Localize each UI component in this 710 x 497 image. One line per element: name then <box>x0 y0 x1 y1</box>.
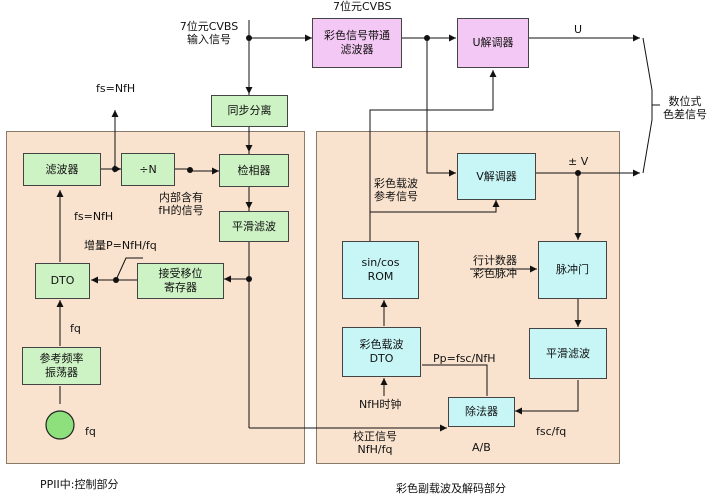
nfh-clock-label: NfH时钟 <box>359 398 402 411</box>
sync-separator-block: 同步分离 <box>211 95 288 127</box>
phase-detector-block: 检相器 <box>219 154 289 187</box>
digital-diff-label: 数位式 色差信号 <box>663 95 707 121</box>
junction-increment <box>113 277 119 283</box>
cvbs-top-label: 7位元CVBS <box>333 0 392 13</box>
bandpass-filter-block: 彩色信号带通 滤波器 <box>312 18 402 68</box>
fq-osc-label: fq <box>85 425 96 438</box>
wire-smooth-divider <box>515 380 579 415</box>
correction-label: 校正信号 NfH/fq <box>353 430 397 456</box>
ab-label: A/B <box>472 441 491 454</box>
sincos-rom-block: sin/cos ROM <box>342 241 419 299</box>
wire-rom-to-u <box>369 70 497 241</box>
junction-bandpass <box>424 35 430 41</box>
pll-panel-caption: PPII中:控制部分 <box>40 478 119 491</box>
crystal-oscillator-icon <box>45 410 75 440</box>
v-demodulator-block: V解调器 <box>457 153 536 200</box>
u-output-label: U <box>574 23 583 36</box>
increment-label: 增量P=NfH/fq <box>84 239 157 252</box>
fs-mid-label: fs=NfH <box>74 210 114 223</box>
internal-fh-label: 内部含有 fH的信号 <box>158 191 204 217</box>
carrier-ref-label: 彩色载波 参考信号 <box>374 177 418 203</box>
line-counter-label: 行计数器 彩色脉冲 <box>473 254 517 280</box>
divide-by-n-block: ÷N <box>121 153 175 186</box>
smoothing-filter-left-block: 平滑滤波 <box>219 211 289 242</box>
fs-top-label: fs=NfH <box>96 82 136 95</box>
wire-divider-dto <box>422 364 488 396</box>
pp-label: Pp=fsc/NfH <box>433 352 496 365</box>
wire-rom-to-v <box>370 200 500 213</box>
brace-digital-diff <box>642 37 653 174</box>
decode-panel-caption: 彩色副载波及解码部分 <box>396 482 506 495</box>
carrier-dto-block: 彩色载波 DTO <box>342 327 421 377</box>
filter-block: 滤波器 <box>23 153 101 186</box>
reference-oscillator-block: 参考频率 振荡器 <box>22 347 101 385</box>
smoothing-filter-right-block: 平滑滤波 <box>529 328 607 379</box>
junction-div <box>187 167 193 173</box>
wire-div-phase <box>175 167 219 175</box>
junction-input <box>246 35 252 41</box>
pulse-gate-block: 脉冲门 <box>538 241 607 299</box>
fsc-fq-label: fsc/fq <box>536 425 567 438</box>
cvbs-input-label: 7位元CVBS 输入信号 <box>179 20 239 46</box>
divider-block: 除法器 <box>448 397 515 427</box>
dto-left-block: DTO <box>35 263 90 299</box>
wire-bandpass-v <box>426 38 456 177</box>
fq-mid-label: fq <box>70 322 81 335</box>
shift-register-block: 接受移位 寄存器 <box>137 263 224 299</box>
u-demodulator-block: U解调器 <box>457 18 529 68</box>
junction-fs <box>112 166 118 172</box>
v-output-label: ± V <box>568 155 589 168</box>
junction-v <box>575 170 581 176</box>
wire-increment <box>115 257 143 281</box>
junction-smooth <box>246 276 252 282</box>
